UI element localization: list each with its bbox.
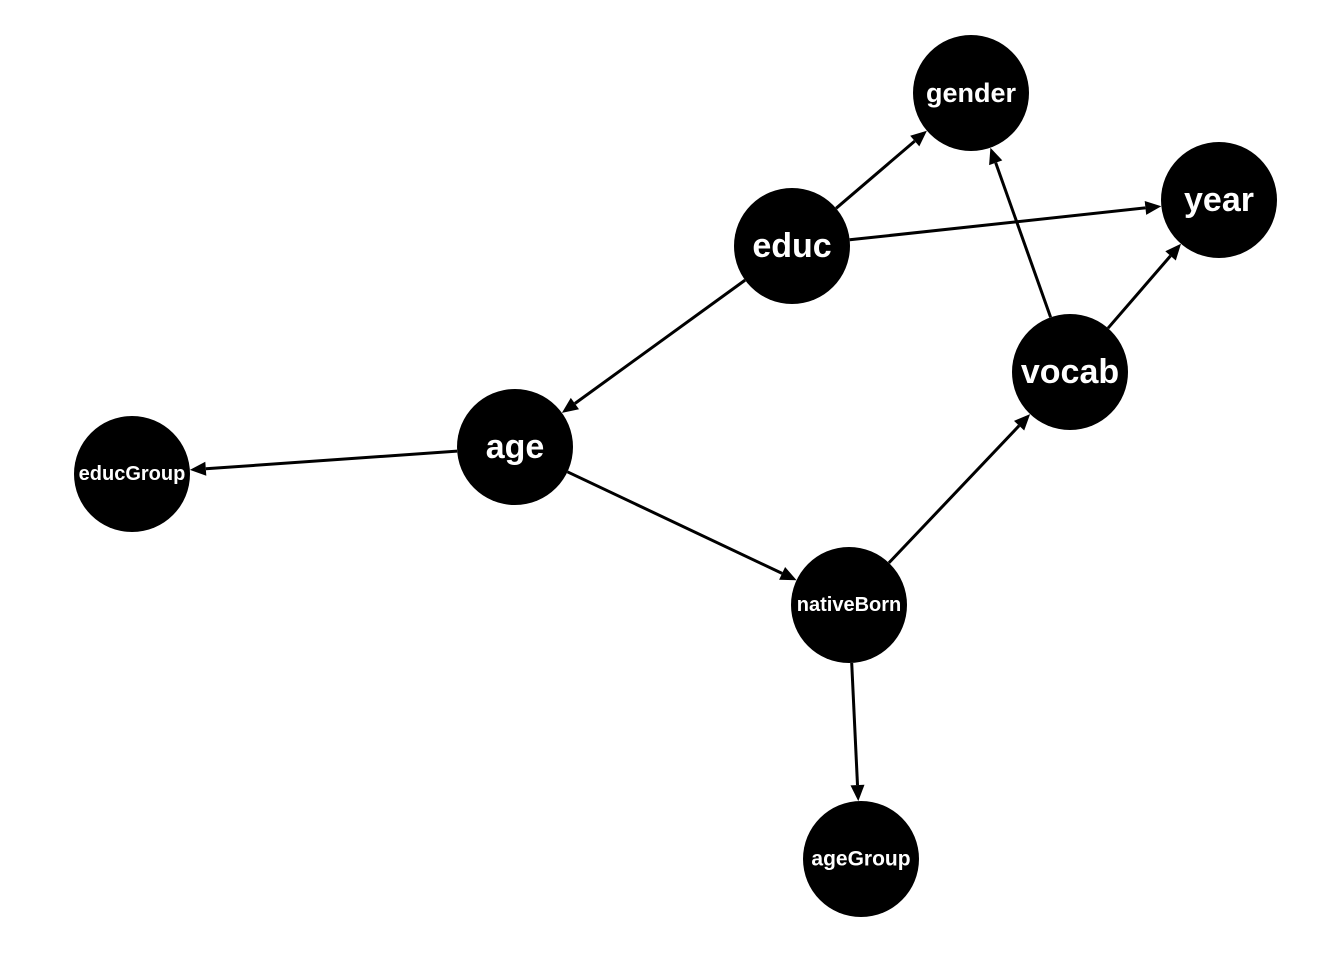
node-gender: gender xyxy=(913,35,1029,151)
edge-line xyxy=(994,162,1053,318)
node-age: age xyxy=(457,389,573,505)
node-ageGroup: ageGroup xyxy=(803,801,919,917)
node-circle xyxy=(1012,314,1128,430)
edge-vocab-to-year xyxy=(1106,243,1181,330)
edge-age-to-nativeBorn xyxy=(566,470,797,581)
node-label: educGroup xyxy=(79,463,186,485)
node-circle xyxy=(791,547,907,663)
edge-line xyxy=(205,449,458,471)
node-label: ageGroup xyxy=(811,848,910,871)
node-vocab: vocab xyxy=(1012,314,1128,430)
node-year: year xyxy=(1161,142,1277,258)
arrowhead-icon xyxy=(910,130,927,147)
arrowhead-icon xyxy=(189,461,207,476)
node-educ: educ xyxy=(734,188,850,304)
node-label: year xyxy=(1184,181,1254,219)
arrowhead-icon xyxy=(1014,414,1031,431)
edge-vocab-to-gender xyxy=(989,147,1053,318)
node-nativeBorn: nativeBorn xyxy=(791,547,907,663)
node-label: gender xyxy=(926,78,1017,108)
edge-nativeBorn-to-vocab xyxy=(887,414,1031,564)
edge-educ-to-age xyxy=(561,278,746,413)
edge-line xyxy=(849,206,1146,242)
edge-line xyxy=(850,662,859,786)
node-label: age xyxy=(486,428,545,466)
nodes-layer: gender year educ vocab age educGroup nativeBor… xyxy=(74,35,1277,917)
arrowhead-icon xyxy=(1165,243,1181,261)
node-circle xyxy=(734,188,850,304)
edge-age-to-educGroup xyxy=(189,449,458,476)
node-circle xyxy=(74,416,190,532)
arrowhead-icon xyxy=(850,784,865,802)
node-circle xyxy=(1161,142,1277,258)
arrowhead-icon xyxy=(989,147,1003,166)
edge-educ-to-year xyxy=(849,201,1162,242)
edge-line xyxy=(887,424,1021,564)
node-label: vocab xyxy=(1021,353,1119,391)
arrowhead-icon xyxy=(1144,201,1162,215)
edge-educ-to-gender xyxy=(835,130,927,210)
arrowhead-icon xyxy=(561,397,579,413)
edge-line xyxy=(574,278,746,405)
edge-line xyxy=(835,139,916,210)
edge-line xyxy=(566,470,783,575)
node-label: nativeBorn xyxy=(797,594,901,616)
node-circle xyxy=(803,801,919,917)
node-circle xyxy=(457,389,573,505)
arrowhead-icon xyxy=(779,567,797,581)
node-label: educ xyxy=(752,227,831,265)
edges-layer xyxy=(189,130,1181,802)
node-educGroup: educGroup xyxy=(74,416,190,532)
node-circle xyxy=(913,35,1029,151)
edge-line xyxy=(1106,254,1172,330)
edge-nativeBorn-to-ageGroup xyxy=(850,662,865,802)
